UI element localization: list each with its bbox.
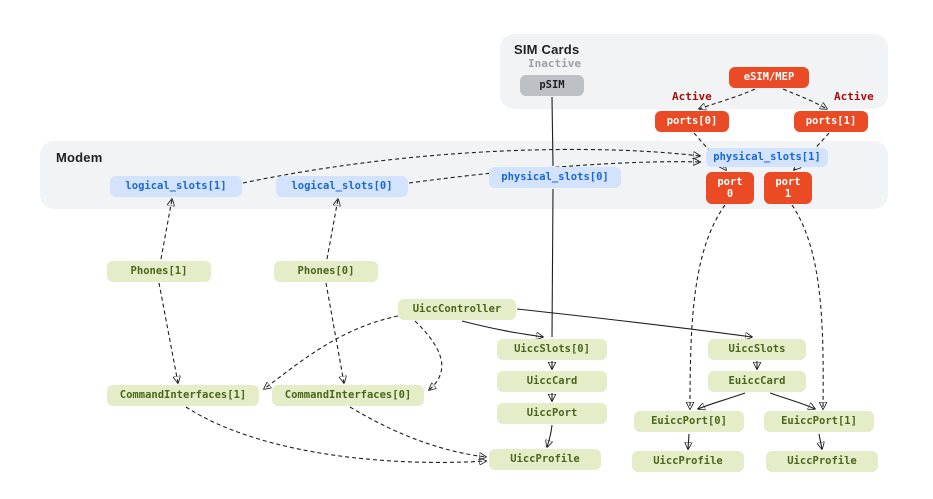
node-physical-slots-0: physical_slots[0] xyxy=(489,167,621,188)
sim-cards-group-title: SIM Cards xyxy=(514,42,580,57)
node-euicc-port-0: EuiccPort[0] xyxy=(634,411,744,432)
active-label-right: Active xyxy=(834,90,874,103)
node-uicc-slots: UiccSlots xyxy=(708,339,806,360)
node-euicc-card: EuiccCard xyxy=(708,371,806,392)
sim-cards-group xyxy=(500,34,888,109)
node-euicc-port-1: EuiccPort[1] xyxy=(764,411,874,432)
node-uicc-profile-center: UiccProfile xyxy=(489,449,601,470)
node-phones-1: Phones[1] xyxy=(107,261,211,282)
node-uicc-card: UiccCard xyxy=(497,371,607,392)
node-command-interfaces-1: CommandInterfaces[1] xyxy=(107,385,259,406)
node-port-0: port 0 xyxy=(706,172,754,204)
modem-group-title: Modem xyxy=(56,150,103,165)
node-psim: pSIM xyxy=(520,75,584,96)
node-logical-slots-1: logical_slots[1] xyxy=(110,176,242,197)
node-phones-0: Phones[0] xyxy=(274,261,378,282)
node-logical-slots-0: logical_slots[0] xyxy=(276,176,408,197)
active-label-left: Active xyxy=(672,90,712,103)
inactive-label: Inactive xyxy=(528,57,581,70)
node-esim-mep: eSIM/MEP xyxy=(729,67,809,88)
node-uicc-port: UiccPort xyxy=(497,403,607,424)
node-ports-1: ports[1] xyxy=(794,111,868,132)
node-physical-slots-1: physical_slots[1] xyxy=(706,148,828,167)
node-uicc-profile-mid: UiccProfile xyxy=(632,451,744,472)
node-uicc-profile-right: UiccProfile xyxy=(766,451,878,472)
node-uicc-controller: UiccController xyxy=(398,299,516,320)
node-port-1: port 1 xyxy=(764,172,812,204)
node-uicc-slots-0: UiccSlots[0] xyxy=(497,339,607,360)
node-command-interfaces-0: CommandInterfaces[0] xyxy=(272,385,424,406)
node-ports-0: ports[0] xyxy=(655,111,729,132)
